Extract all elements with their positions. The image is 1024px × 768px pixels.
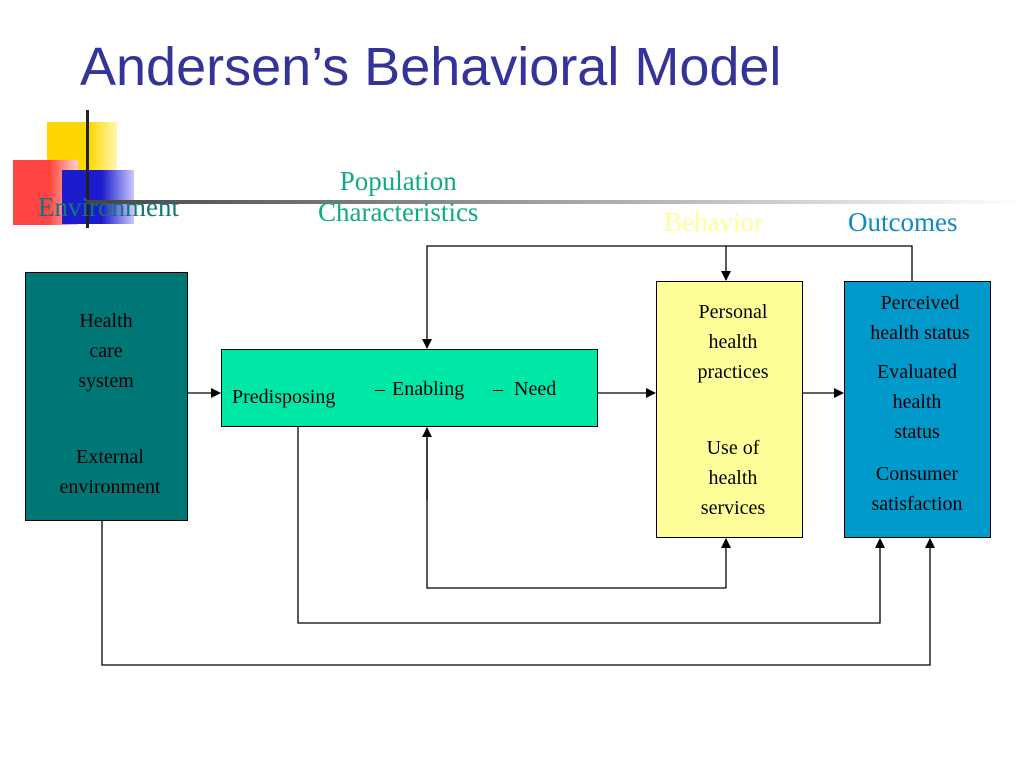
evaluated-health-status-line1: Evaluated	[877, 361, 957, 383]
population-box	[221, 349, 598, 427]
personal-health-practices-line2: health	[708, 331, 758, 353]
decorative-vertical-line	[86, 110, 89, 228]
use-of-health-services-line2: health	[708, 467, 758, 489]
health-care-system-line3: system	[78, 370, 134, 392]
perceived-health-status-line1: Perceived	[880, 292, 960, 314]
decorative-horizontal-line	[86, 200, 1024, 204]
outcomes-box	[844, 281, 991, 538]
arrow-environment-to-outcomes	[101, 521, 935, 666]
consumer-satisfaction-label: Consumer satisfaction	[871, 459, 962, 519]
heading-population-line1: Population	[339, 166, 457, 196]
perceived-health-status-line2: health status	[870, 322, 970, 344]
page-title: Andersen’s Behavioral Model	[80, 37, 782, 97]
personal-health-practices-line3: practices	[697, 361, 769, 383]
heading-environment: Environment	[38, 192, 179, 222]
use-of-health-services-line1: Use of	[706, 437, 760, 459]
enabling-label: Enabling	[392, 378, 465, 400]
personal-health-practices-label: Personal health practices	[697, 297, 768, 387]
separator-2: –	[493, 378, 503, 400]
consumer-satisfaction-line1: Consumer	[875, 463, 959, 485]
need-label: Need	[514, 378, 557, 400]
feedback-outcomes-top	[422, 245, 913, 349]
perceived-health-status-label: Perceived health status	[870, 288, 969, 348]
external-environment-line2: environment	[59, 476, 161, 498]
behavior-box	[656, 281, 803, 538]
external-environment-label: External environment	[59, 442, 160, 502]
external-environment-line1: External	[76, 446, 144, 468]
personal-health-practices-line1: Personal	[698, 301, 768, 323]
health-care-system-label: Health care system	[78, 306, 134, 396]
heading-behavior: Behavior	[664, 207, 763, 237]
decorative-blue-square	[62, 170, 134, 224]
evaluated-health-status-line2: health	[892, 391, 942, 413]
separator-1: –	[375, 378, 385, 400]
use-of-health-services-line3: services	[700, 497, 766, 519]
health-care-system-line2: care	[89, 340, 123, 362]
use-of-health-services-label: Use of health services	[701, 433, 765, 523]
predisposing-label: Predisposing	[232, 386, 336, 408]
evaluated-health-status-label: Evaluated health status	[877, 357, 957, 447]
evaluated-health-status-line3: status	[894, 421, 940, 443]
environment-box	[25, 272, 188, 521]
health-care-system-line1: Health	[79, 310, 133, 332]
arrow-population-to-outcomes	[297, 427, 885, 624]
heading-population-line2: Characteristics	[318, 197, 479, 228]
heading-population-characteristics: Population Characteristics	[318, 166, 478, 228]
consumer-satisfaction-line2: satisfaction	[871, 493, 963, 515]
heading-outcomes: Outcomes	[848, 207, 958, 237]
